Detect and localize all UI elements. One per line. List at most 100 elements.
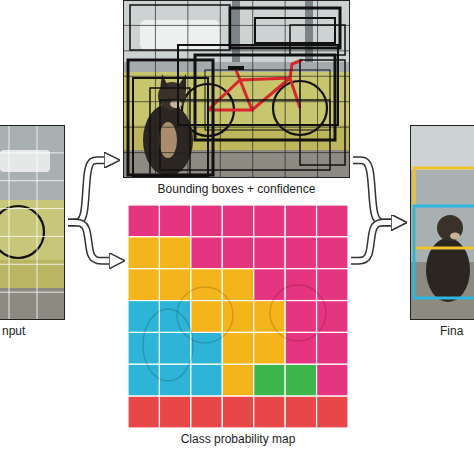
grid-line [0, 180, 65, 181]
bounding-box [205, 70, 330, 130]
panel-caption: nput [2, 324, 25, 338]
grid-line [317, 0, 318, 178]
class-cell [128, 269, 159, 301]
grid-line [123, 76, 350, 77]
class-cell [159, 396, 190, 428]
class-map-panel: Class probability map [128, 205, 348, 428]
class-cell [285, 237, 316, 269]
bounding-box [130, 5, 230, 50]
dog-detection-box [414, 206, 474, 298]
bounding-box [230, 8, 340, 48]
class-cell [254, 269, 285, 301]
grid-line [123, 101, 350, 102]
class-cell [191, 269, 222, 301]
arrow-outline [68, 223, 109, 261]
bounding-box [300, 60, 345, 165]
panel-image [128, 205, 348, 428]
arrow-body [353, 160, 391, 222]
flow-arrow [68, 160, 104, 222]
grid-line [37, 125, 38, 320]
flow-arrow [351, 223, 391, 261]
bounding-box [290, 25, 345, 55]
class-cell [191, 396, 222, 428]
grid-line [285, 0, 286, 178]
window-area [410, 125, 474, 170]
grid-line [0, 152, 65, 153]
grid-line [187, 0, 188, 178]
grid-line [0, 208, 65, 209]
arrow-outline [353, 160, 391, 222]
class-cell [254, 205, 285, 237]
class-cell [128, 237, 159, 269]
panel-caption: Class probability map [181, 432, 296, 446]
arrow-body [68, 223, 109, 261]
class-cell [254, 364, 285, 396]
class-cell [191, 301, 222, 333]
photo-background [0, 125, 65, 320]
bounding-box [128, 60, 213, 175]
flow-arrow [68, 223, 109, 261]
class-cell [254, 332, 285, 364]
highlight-cells [0, 200, 65, 288]
bounding-box [160, 100, 330, 170]
detection-image-panel: Fina [410, 125, 474, 320]
class-cell [222, 332, 253, 364]
class-cell [159, 205, 190, 237]
class-cell [222, 364, 253, 396]
class-cell [159, 269, 190, 301]
class-cell [159, 332, 190, 364]
panel-border [124, 1, 350, 178]
grid-line [252, 0, 253, 178]
class-cell [285, 205, 316, 237]
arrow-body [351, 223, 391, 261]
panel-border [0, 126, 65, 320]
dog-muzzle [450, 233, 460, 240]
panel-caption: Bounding boxes + confidence [158, 182, 316, 196]
bounding-box [133, 78, 208, 176]
bounding-box [255, 18, 335, 43]
panel-image [410, 125, 474, 320]
class-cell [317, 332, 348, 364]
class-cell [222, 237, 253, 269]
grid-line [0, 236, 65, 237]
grid-line [123, 152, 350, 153]
dog-head [437, 215, 463, 241]
class-cell [191, 205, 222, 237]
panel-image [123, 0, 350, 178]
class-cell [128, 364, 159, 396]
class-cell [254, 396, 285, 428]
class-cell [317, 237, 348, 269]
bicycle-detection-box [414, 168, 474, 248]
photo-background [410, 125, 474, 320]
grid-line [9, 125, 10, 320]
class-cell [285, 301, 316, 333]
arrow-outline [68, 160, 104, 222]
class-cell [222, 205, 253, 237]
grid-line [155, 0, 156, 178]
grid-line [0, 264, 65, 265]
arrow-outline [351, 223, 391, 261]
flow-arrow [353, 160, 391, 222]
class-cell [128, 396, 159, 428]
class-cell [317, 396, 348, 428]
class-cell [317, 364, 348, 396]
arrow-body [68, 160, 104, 222]
bounding-box [150, 88, 190, 176]
class-cell [159, 237, 190, 269]
bike-seat [228, 66, 244, 70]
panel-caption: Fina [440, 324, 463, 338]
class-cell [128, 205, 159, 237]
panel-border [411, 126, 474, 320]
class-cell [222, 396, 253, 428]
dog-muzzle [170, 100, 182, 108]
photo-background [123, 0, 350, 178]
window-area [123, 0, 350, 62]
bounding-box [178, 45, 338, 125]
class-cell [191, 237, 222, 269]
class-cell [317, 205, 348, 237]
input-image-panel: nput [0, 125, 65, 320]
class-cell [317, 269, 348, 301]
